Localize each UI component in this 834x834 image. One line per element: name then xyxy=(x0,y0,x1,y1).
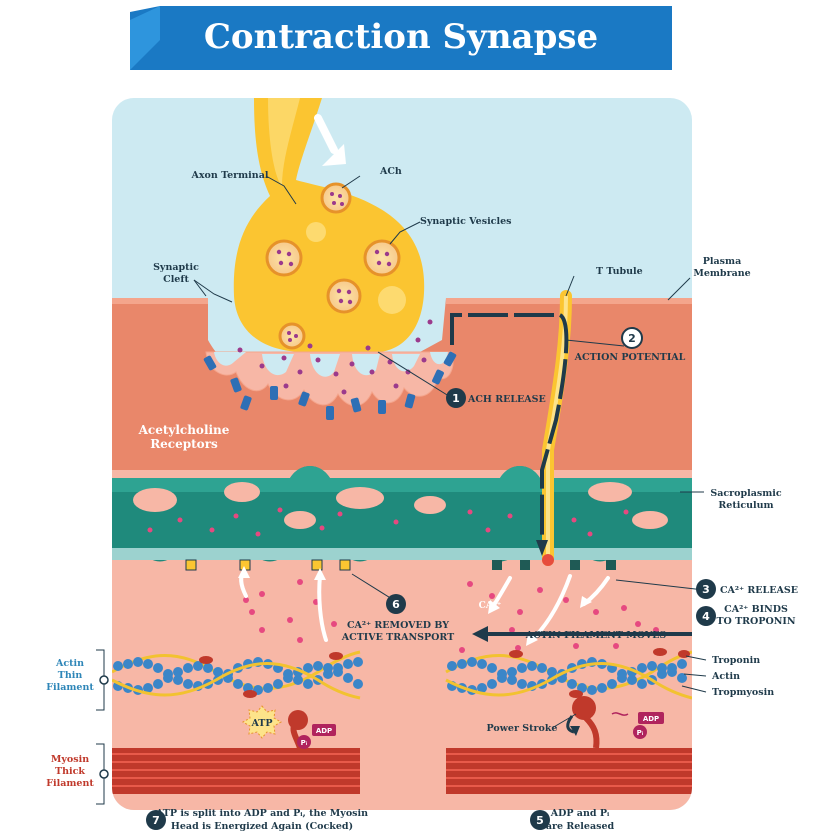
label-ca-release: CA²⁺ RELEASE xyxy=(720,585,798,596)
svg-text:1: 1 xyxy=(452,392,460,405)
svg-text:2: 2 xyxy=(628,332,636,345)
svg-text:5: 5 xyxy=(536,814,544,827)
myosin-thick-filament-left xyxy=(112,710,360,794)
diagram-panel: ATP ADP Pᵢ ADP Pᵢ xyxy=(112,98,692,810)
ca-channels xyxy=(185,559,351,571)
adp-left-label: ADP xyxy=(316,727,332,735)
label-step5-2: are Released xyxy=(546,821,615,832)
label-tropomyosin: Tropmyosin xyxy=(712,687,774,698)
actin-moves-arrow xyxy=(472,626,692,642)
label-ca: CA²⁺ xyxy=(479,601,502,611)
label-axon-terminal: Axon Terminal xyxy=(191,170,269,181)
label-myosin-thick-3: Filament xyxy=(46,778,94,789)
pi-left-label: Pᵢ xyxy=(301,739,308,747)
postsynaptic-folds xyxy=(203,319,457,420)
step-badge-5: 5 xyxy=(530,810,550,830)
label-plasma-membrane-2: Membrane xyxy=(693,268,750,279)
label-actin-thin-3: Filament xyxy=(46,682,94,693)
label-ca-binds-2: TO TROPONIN xyxy=(716,616,795,627)
step-badge-7: 7 xyxy=(146,810,166,830)
vesicle xyxy=(326,278,362,314)
label-ca-binds-1: CA²⁺ BINDS xyxy=(724,604,788,615)
actin-thin-filament-left xyxy=(112,650,363,700)
label-step7-1: ATP is split into ADP and Pᵢ, the Myosin xyxy=(155,808,368,819)
label-ach-receptors-1: Acetylcholine xyxy=(138,423,230,437)
svg-text:6: 6 xyxy=(392,598,400,611)
label-actin: Actin xyxy=(711,671,740,682)
page-title: Contraction Synapse xyxy=(204,17,598,57)
vesicle xyxy=(363,239,401,277)
actin-thin-filament-right xyxy=(445,648,692,700)
axon-terminal xyxy=(233,98,425,352)
label-synaptic-cleft-1: Synaptic xyxy=(153,262,199,273)
label-ca-removed-2: ACTIVE TRANSPORT xyxy=(341,632,454,643)
calcium-ions xyxy=(147,507,659,653)
label-sarcoplasmic-2: Reticulum xyxy=(718,500,773,511)
step-badge-1: 1 xyxy=(446,388,466,408)
label-myosin-thick-2: Thick xyxy=(55,766,85,777)
svg-text:4: 4 xyxy=(702,610,710,623)
step-badge-6: 6 xyxy=(386,594,406,614)
label-power-stroke: Power Stroke xyxy=(487,723,558,734)
myosin-thick-filament-right xyxy=(446,696,692,794)
label-myosin-thick-1: Myosin xyxy=(51,754,89,765)
label-synaptic-cleft-2: Cleft xyxy=(163,274,189,285)
label-plasma-membrane-1: Plasma xyxy=(703,256,741,267)
diagram-labels: Axon Terminal ACh Synaptic Vesicles Syna… xyxy=(46,166,798,832)
step-badge-3: 3 xyxy=(696,579,716,599)
label-ach-release: ACH RELEASE xyxy=(467,394,546,405)
step-badges: 1 2 3 4 5 6 7 xyxy=(146,327,716,830)
sarcoplasmic-reticulum xyxy=(112,466,692,562)
svg-text:3: 3 xyxy=(702,583,710,596)
label-sarcoplasmic-1: Sacroplasmic xyxy=(710,488,782,499)
label-ach-receptors-2: Receptors xyxy=(150,437,218,451)
adp-right-tag: ADP Pᵢ xyxy=(611,712,664,739)
label-ach: ACh xyxy=(379,166,402,177)
synaptic-vesicles xyxy=(265,182,406,350)
vesicle xyxy=(265,239,303,277)
label-actin-moves: ACTIN FILAMENT MOVES xyxy=(525,630,667,641)
vesicle xyxy=(320,182,352,214)
svg-text:7: 7 xyxy=(152,814,160,827)
atp-starburst: ATP xyxy=(241,705,283,739)
pi-right-label: Pᵢ xyxy=(637,729,644,737)
label-actin-thin-1: Actin xyxy=(55,658,84,669)
vesicle xyxy=(278,322,306,350)
acetylcholine-receptors xyxy=(203,351,457,420)
title-banner: Contraction Synapse xyxy=(130,6,672,70)
label-ca-removed-1: CA²⁺ REMOVED BY xyxy=(347,620,449,631)
action-potential-arrow xyxy=(450,313,569,545)
label-troponin: Troponin xyxy=(712,655,760,666)
ca-release-channels xyxy=(492,560,616,570)
label-synaptic-vesicles: Synaptic Vesicles xyxy=(420,216,511,227)
label-step5-1: ADP and Pᵢ xyxy=(550,808,610,819)
label-action-potential: ACTION POTENTIAL xyxy=(574,352,686,363)
atp-label: ATP xyxy=(250,718,272,729)
step-badge-4: 4 xyxy=(696,606,716,626)
label-actin-thin-2: Thin xyxy=(58,670,83,681)
step-badge-2: 2 xyxy=(621,327,643,349)
adp-left-tag: ADP Pᵢ xyxy=(297,724,336,749)
label-step7-2: Head is Energized Again (Cocked) xyxy=(171,821,353,832)
adp-right-label: ADP xyxy=(643,715,659,723)
label-t-tubule: T Tubule xyxy=(596,266,643,277)
